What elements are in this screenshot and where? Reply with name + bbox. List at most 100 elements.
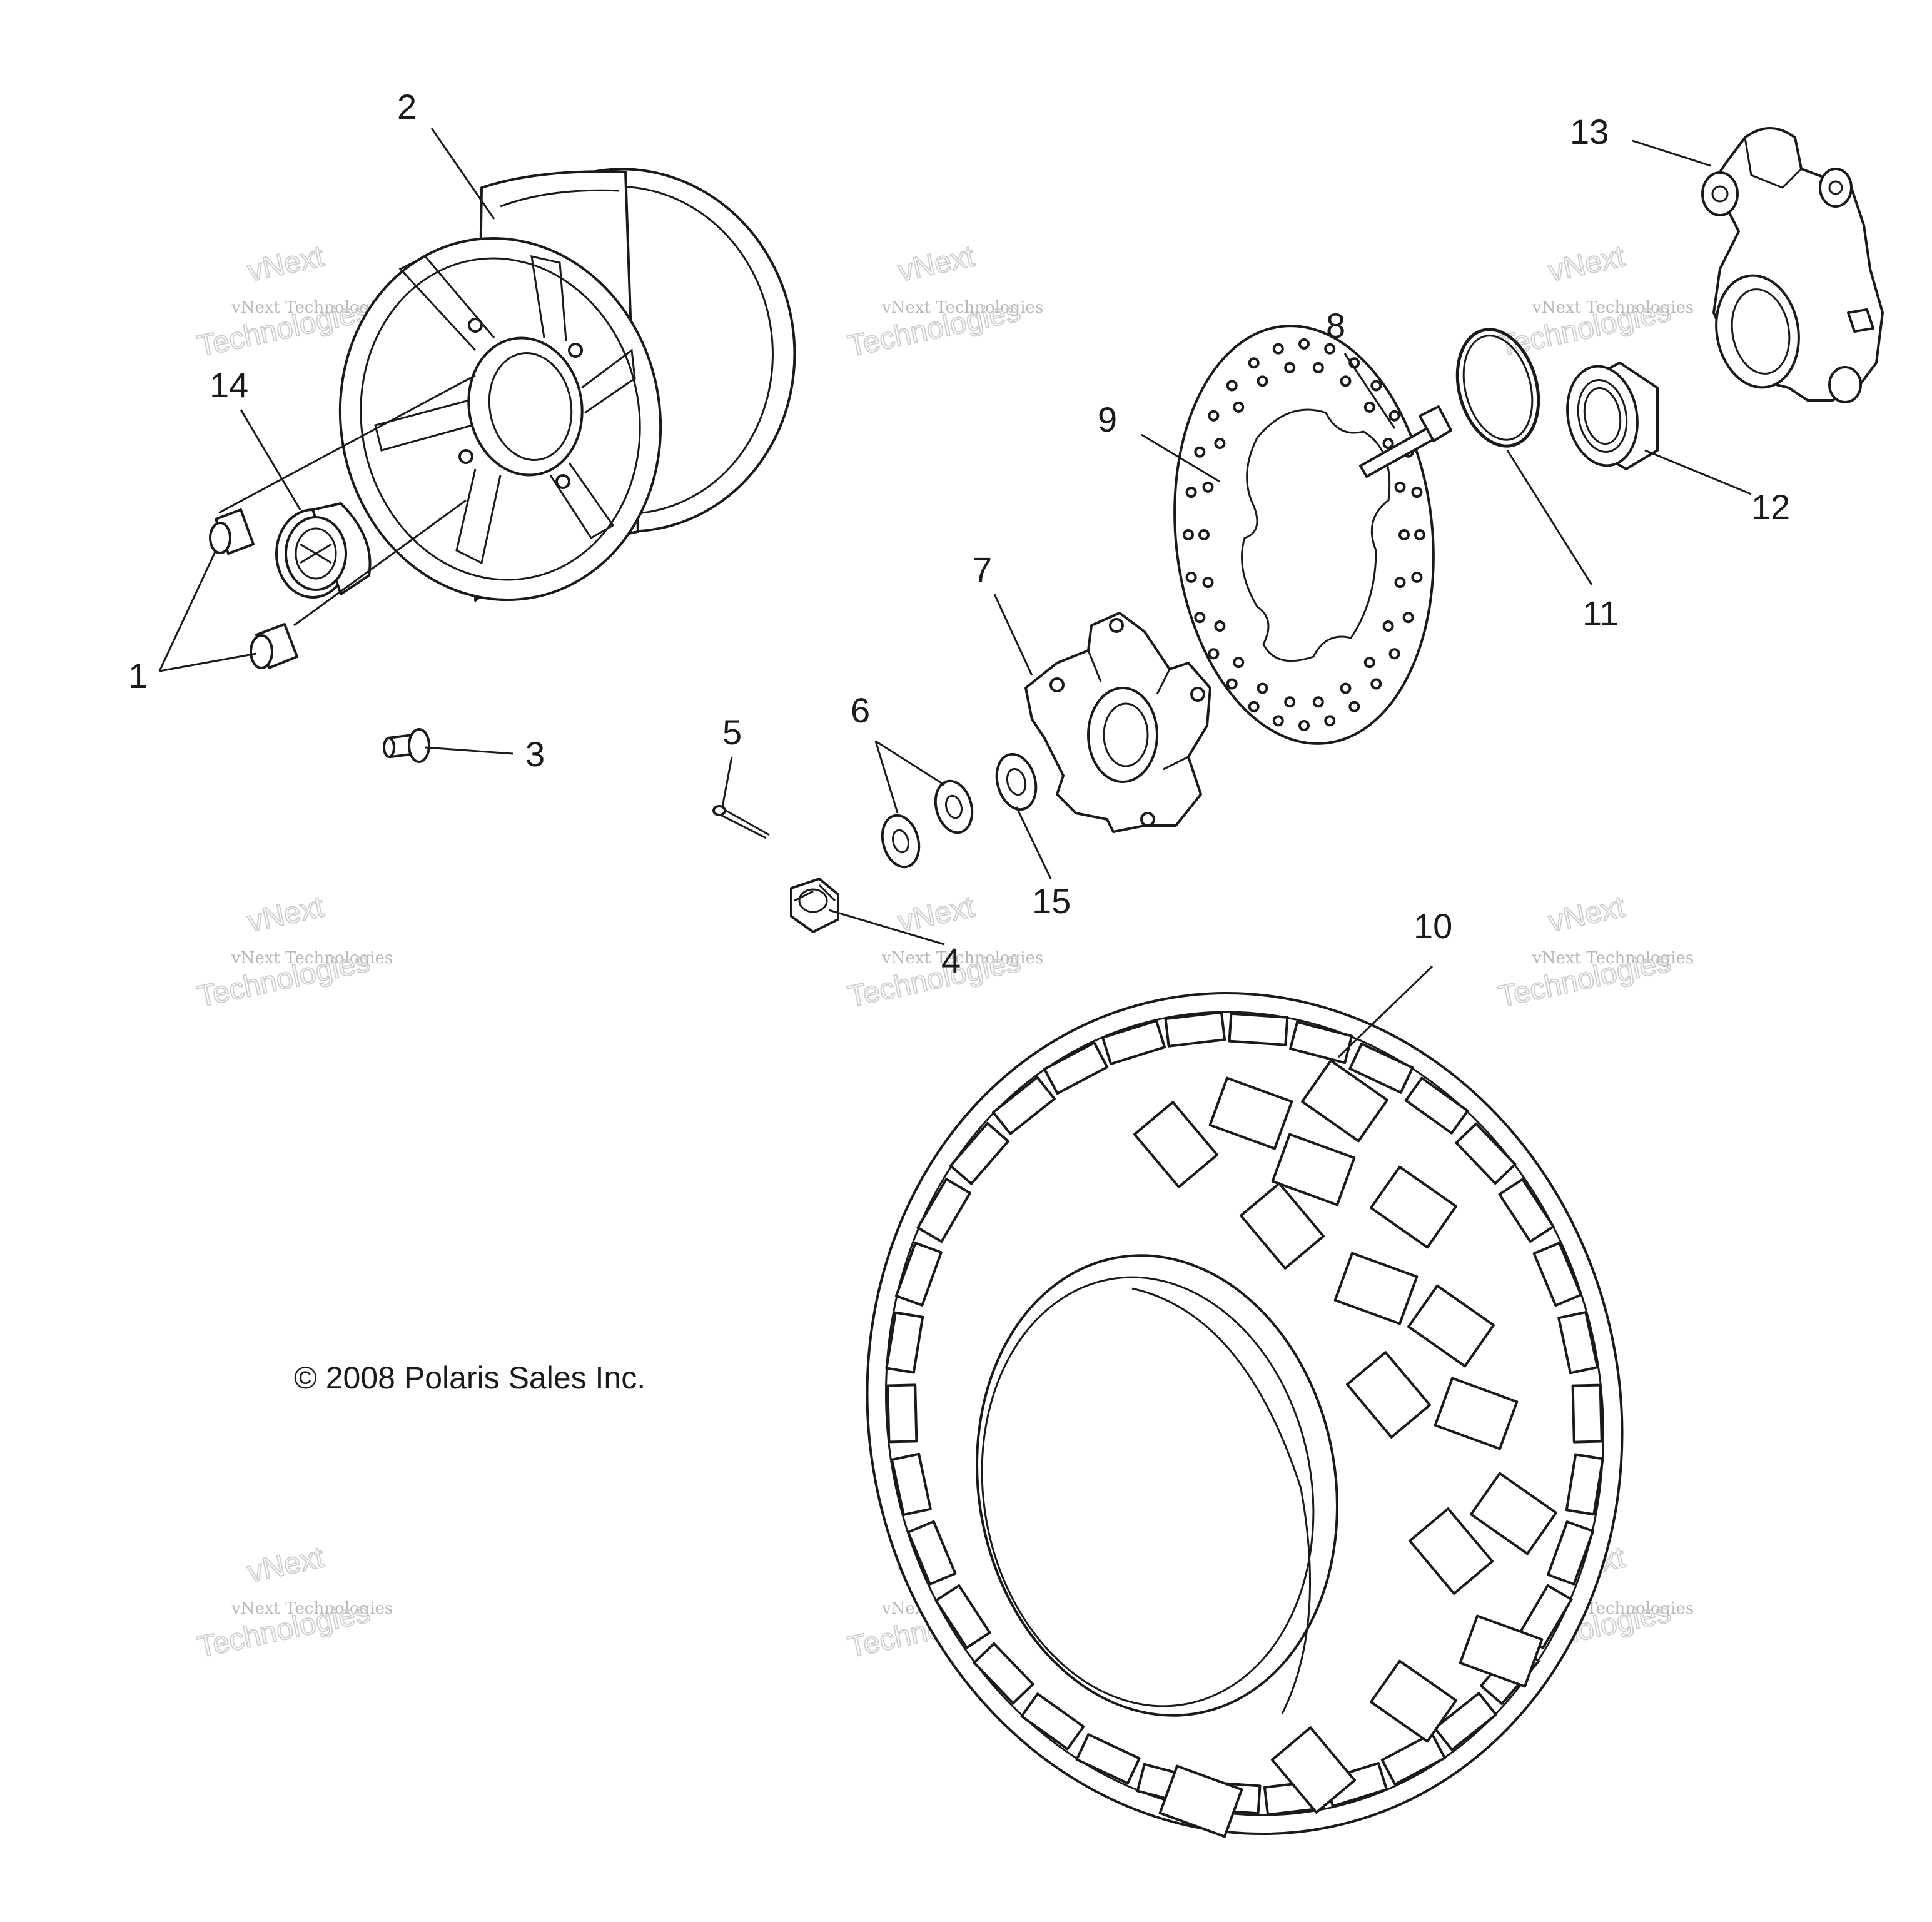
disc-hole (1388, 648, 1400, 660)
tread-block (1434, 1692, 1497, 1751)
label-part-7: 7 (973, 550, 992, 589)
tread-block (1348, 1042, 1414, 1094)
svg-text:vNext: vNext (1545, 890, 1627, 938)
label-part-1: 1 (128, 656, 148, 695)
lug-nut-upper (209, 508, 255, 555)
disc-hole (1363, 401, 1375, 413)
disc-hole (1394, 577, 1406, 589)
tread-block (1301, 1059, 1388, 1143)
watermark-2: vNext vNext Technologies Technologies (844, 239, 1043, 363)
disc-hole (1298, 338, 1310, 350)
copyright-notice: © 2008 Polaris Sales Inc. (294, 1360, 645, 1395)
svg-text:vNext Technologies: vNext Technologies (1532, 298, 1694, 317)
brake-disc (1173, 325, 1435, 745)
disc-hole (1248, 701, 1260, 712)
disc-hole (1185, 571, 1197, 583)
svg-text:vNext: vNext (1545, 240, 1627, 288)
tread-block (1271, 1726, 1356, 1814)
disc-hole (1382, 438, 1394, 449)
tread-block (885, 1311, 924, 1374)
tread-block (949, 1121, 1009, 1185)
disc-hole (1226, 678, 1238, 690)
watermark-7: vNext vNext Technologies Technologies (194, 1540, 393, 1664)
watermark-4: vNext vNext Technologies Technologies (194, 889, 393, 1014)
disc-hole (1284, 696, 1296, 708)
castle-nut (790, 878, 839, 933)
svg-text:vNext: vNext (245, 1540, 326, 1589)
wheel-hub (1024, 612, 1211, 833)
disc-hole (1312, 362, 1324, 373)
tread-block (1404, 1076, 1469, 1135)
svg-text:vNext: vNext (245, 890, 326, 938)
disc-hole (1202, 481, 1214, 493)
washer-a (881, 814, 921, 869)
cotter-pin (712, 805, 770, 839)
disc-hole (1382, 620, 1394, 632)
tread-block (916, 1178, 971, 1243)
disc-hole (1257, 682, 1268, 694)
snap-ring (1455, 328, 1540, 448)
tread-block (1547, 1520, 1595, 1586)
disc-hole (1324, 343, 1336, 355)
wheel-rim (338, 168, 796, 602)
tire (866, 992, 1624, 1838)
tread-block (1532, 1242, 1582, 1307)
disc-hole (1272, 715, 1284, 727)
part-labels: 1 2 3 4 5 6 7 8 9 10 11 12 13 14 15 (128, 87, 1790, 980)
disc-hole (1348, 701, 1360, 712)
disc-hole (1226, 380, 1238, 392)
svg-text:vNext Technologies: vNext Technologies (231, 949, 393, 968)
tread-block (886, 1383, 918, 1444)
watermark-6: vNext vNext Technologies Technologies (1495, 889, 1694, 1014)
tread-block (1043, 1041, 1109, 1095)
tread-block (1434, 1377, 1519, 1450)
label-part-8: 8 (1326, 306, 1345, 345)
label-part-2: 2 (397, 87, 417, 126)
disc-hole (1284, 362, 1296, 373)
tread-block (1370, 1659, 1457, 1743)
svg-text:vNext: vNext (895, 890, 977, 938)
tread-block (1333, 1252, 1419, 1325)
disc-hole (1414, 529, 1425, 540)
label-part-10: 10 (1414, 906, 1452, 946)
steering-knuckle (1701, 127, 1884, 403)
label-part-3: 3 (525, 734, 545, 774)
disc-hole (1208, 410, 1220, 422)
disc-hole (1208, 648, 1220, 660)
label-part-4: 4 (941, 941, 961, 980)
tread-block (1565, 1453, 1604, 1516)
tread-block (1075, 1733, 1141, 1785)
disc-hole (1370, 678, 1382, 690)
tread-block (1289, 1021, 1353, 1065)
disc-hole (1411, 571, 1423, 583)
tread-block (1571, 1383, 1603, 1444)
disc-hole (1233, 657, 1245, 669)
tread-block (1208, 1076, 1293, 1150)
disc-hole (1363, 657, 1375, 669)
wheel-bearing (1566, 362, 1659, 470)
disc-hole (1214, 438, 1226, 449)
disc-hole (1370, 380, 1382, 392)
label-part-13: 13 (1570, 112, 1609, 151)
disc-hole (1194, 446, 1206, 458)
tread-block (1455, 1122, 1517, 1185)
tread-block (1557, 1311, 1599, 1375)
tread-block (1133, 1101, 1218, 1188)
tread-block (1407, 1284, 1495, 1368)
tread-block (907, 1520, 957, 1586)
tread-block (992, 1076, 1056, 1135)
disc-hole (1312, 696, 1324, 708)
svg-text:vNext Technologies: vNext Technologies (1532, 949, 1694, 968)
svg-text:vNext: vNext (895, 240, 977, 288)
disc-hole (1398, 529, 1410, 540)
disc-hole (1233, 401, 1245, 413)
tread-block (891, 1452, 932, 1516)
disc-hole (1185, 487, 1197, 498)
valve-stem (383, 728, 430, 763)
tread-block (1459, 1614, 1544, 1688)
disc-hole (1257, 375, 1268, 387)
disc-hole (1402, 612, 1414, 624)
disc-hole (1340, 375, 1352, 387)
hub-cap (275, 502, 372, 599)
disc-hole (1183, 529, 1194, 540)
